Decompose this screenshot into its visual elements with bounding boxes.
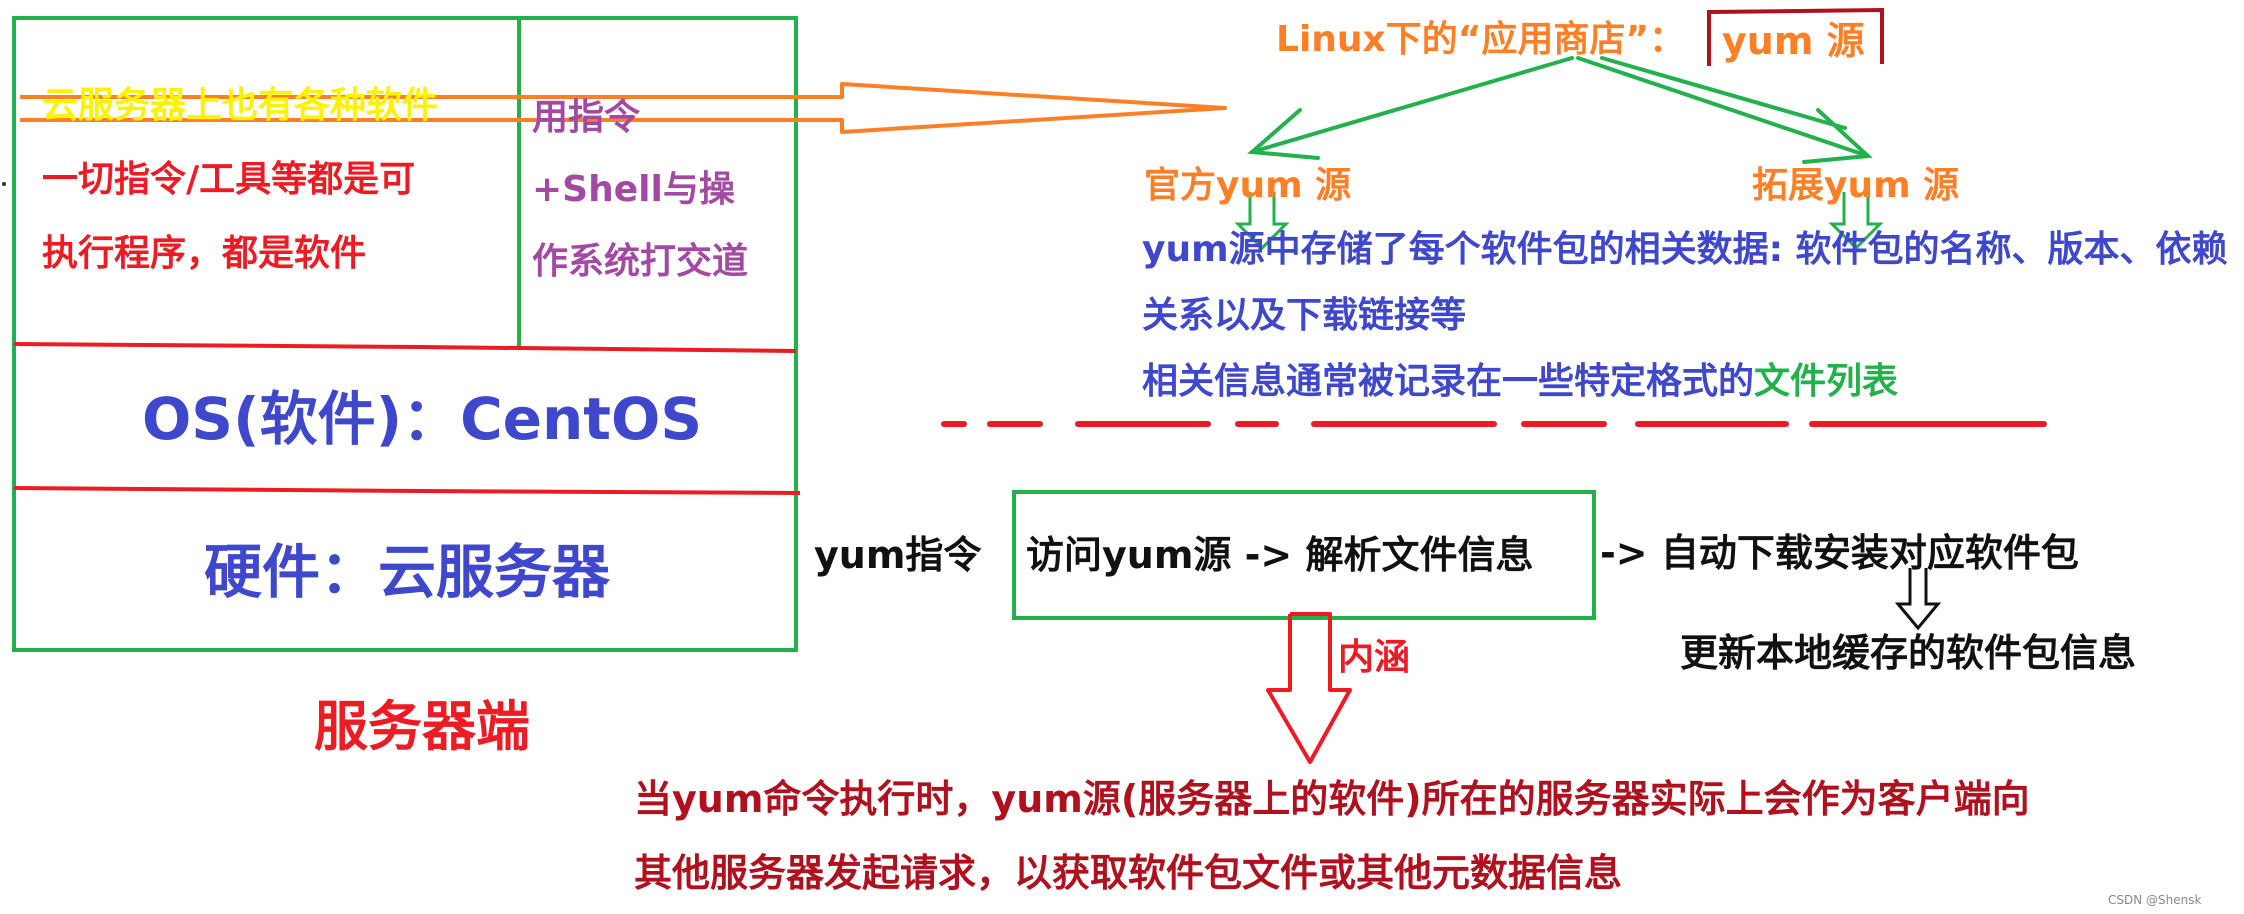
repo-description-line-3: 相关信息通常被记录在一些特定格式的文件列表 [1142, 364, 1898, 400]
green-down-arrow-right [1828, 192, 1884, 251]
shell-line-3: 作系统打交道 [532, 241, 749, 282]
explanation-line-1: 当yum命令执行时，yum源(服务器上的软件)所在的服务器实际上会作为客户端向 [634, 777, 2030, 821]
yum-command-label: yum指令 [814, 533, 982, 577]
yum-source-bracket [1707, 7, 1884, 66]
software-line-1: 云服务器上也有各种软件 [42, 85, 439, 126]
black-down-arrow [1894, 568, 1942, 631]
hardware-label: 硬件：云服务器 [204, 538, 611, 606]
red-down-arrow [1266, 612, 1352, 764]
stray-dot [2, 182, 6, 186]
official-repo-label: 官方yum 源 [1144, 165, 1352, 206]
os-hardware-separator [13, 486, 801, 495]
flow-next-step: -> 自动下载安装对应软件包 [1600, 531, 2079, 575]
orange-arrow [20, 82, 1227, 134]
software-line-3: 执行程序，都是软件 [42, 233, 367, 274]
flow-step-box [1012, 490, 1596, 620]
explanation-line-2: 其他服务器发起请求，以获取软件包文件或其他元数据信息 [634, 851, 1623, 895]
green-branch-arrows [1247, 56, 1873, 164]
green-down-arrow-left [1234, 192, 1290, 251]
repo-description-line-1: yum源中存储了每个软件包的相关数据: 软件包的名称、版本、依赖 [1142, 229, 2228, 270]
software-line-2: 一切指令/工具等都是可 [42, 159, 416, 200]
connotation-label: 内涵 [1338, 637, 1411, 678]
yum-repo-title-highlight: yum 源 [1722, 19, 1865, 63]
server-side-caption: 服务器端 [314, 695, 530, 758]
extended-repo-label: 拓展yum 源 [1752, 165, 1960, 206]
server-box-border [12, 16, 798, 652]
shell-line-1: 用指令 [532, 97, 641, 138]
yum-repo-title: Linux下的“应用商店”： [1276, 19, 1686, 60]
software-os-separator [13, 342, 797, 353]
file-list-highlight: 文件列表 [1754, 361, 1899, 402]
watermark: CSDN @Shensk [2108, 893, 2202, 907]
flow-update-step: 更新本地缓存的软件包信息 [1680, 631, 2137, 675]
repo-description-line-2: 关系以及下载链接等 [1142, 295, 1467, 336]
shell-line-2: +Shell与操 [532, 169, 735, 210]
flow-boxed-step: 访问yum源 -> 解析文件信息 [1026, 533, 1534, 577]
repo-description-line-3-prefix: 相关信息通常被记录在一些特定格式的 [1142, 361, 1755, 402]
os-label: OS(软件)：CentOS [142, 385, 703, 453]
